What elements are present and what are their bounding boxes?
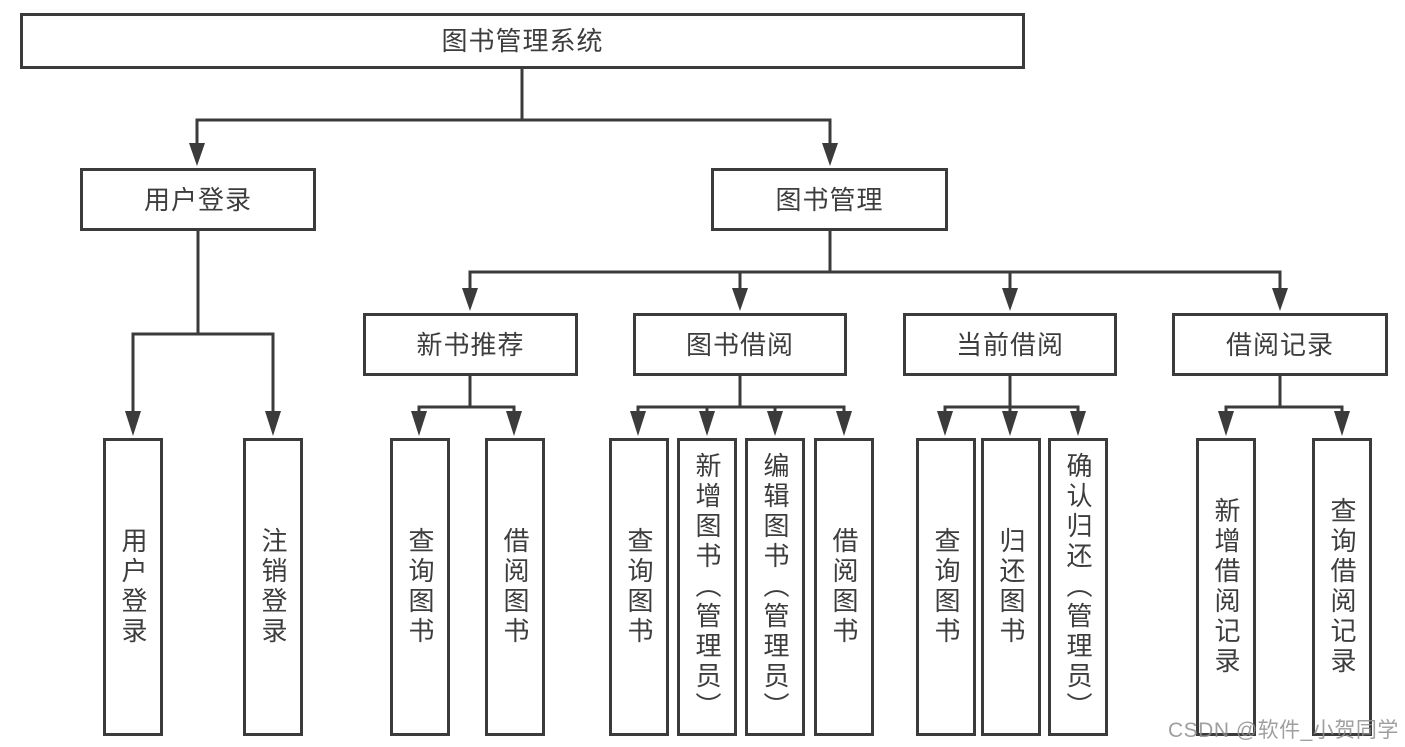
node-borrow-records: 借阅记录	[1172, 313, 1388, 376]
node-new-book-recommend-label: 新书推荐	[416, 329, 525, 360]
node-leaf-br-add-record-label: 新增借阅记录	[1211, 497, 1241, 677]
node-library-system-label: 图书管理系统	[441, 26, 604, 56]
node-leaf-cb-query-books-label: 查询图书	[931, 527, 961, 647]
node-current-borrowing: 当前借阅	[903, 313, 1117, 376]
node-book-management-label: 图书管理	[775, 184, 884, 215]
node-leaf-rec-borrow-books: 借阅图书	[485, 438, 545, 736]
node-leaf-user-login: 用户登录	[103, 438, 163, 736]
node-leaf-rec-borrow-books-label: 借阅图书	[500, 527, 530, 647]
node-leaf-logout: 注销登录	[243, 438, 303, 736]
node-leaf-bb-query-books: 查询图书	[609, 438, 669, 736]
node-user-login-label: 用户登录	[143, 184, 252, 215]
node-leaf-user-login-label: 用户登录	[118, 527, 148, 647]
arrowheads	[125, 143, 1350, 436]
node-leaf-bb-borrow-books-label: 借阅图书	[829, 527, 859, 647]
node-leaf-br-query-record-label: 查询借阅记录	[1327, 497, 1357, 677]
node-leaf-bb-borrow-books: 借阅图书	[814, 438, 874, 736]
node-leaf-bb-edit-books-admin: 编辑图书（管理员）	[745, 438, 805, 736]
node-book-borrowing-label: 图书借阅	[685, 329, 794, 360]
node-leaf-cb-query-books: 查询图书	[916, 438, 976, 736]
node-new-book-recommend: 新书推荐	[363, 313, 578, 376]
node-leaf-br-query-record: 查询借阅记录	[1312, 438, 1372, 736]
node-leaf-bb-add-books-admin-label: 新增图书（管理员）	[692, 452, 722, 722]
node-leaf-rec-query-books-label: 查询图书	[405, 527, 435, 647]
node-leaf-br-add-record: 新增借阅记录	[1196, 438, 1256, 736]
node-leaf-cb-return-books: 归还图书	[981, 438, 1041, 736]
node-leaf-cb-confirm-return-admin-label: 确认归还（管理员）	[1063, 452, 1093, 722]
node-leaf-rec-query-books: 查询图书	[390, 438, 450, 736]
node-book-borrowing: 图书借阅	[633, 313, 847, 376]
csdn-watermark: CSDN @软件_小贺同学	[1168, 719, 1399, 742]
node-library-system: 图书管理系统	[20, 13, 1025, 69]
node-leaf-cb-return-books-label: 归还图书	[996, 527, 1026, 647]
node-borrow-records-label: 借阅记录	[1225, 329, 1334, 360]
node-leaf-bb-query-books-label: 查询图书	[624, 527, 654, 647]
node-current-borrowing-label: 当前借阅	[955, 329, 1064, 360]
node-leaf-bb-add-books-admin: 新增图书（管理员）	[677, 438, 737, 736]
node-leaf-bb-edit-books-admin-label: 编辑图书（管理员）	[760, 452, 790, 722]
node-leaf-logout-label: 注销登录	[258, 527, 288, 647]
node-book-management: 图书管理	[711, 168, 948, 231]
node-user-login: 用户登录	[80, 168, 316, 231]
node-leaf-cb-confirm-return-admin: 确认归还（管理员）	[1048, 438, 1108, 736]
